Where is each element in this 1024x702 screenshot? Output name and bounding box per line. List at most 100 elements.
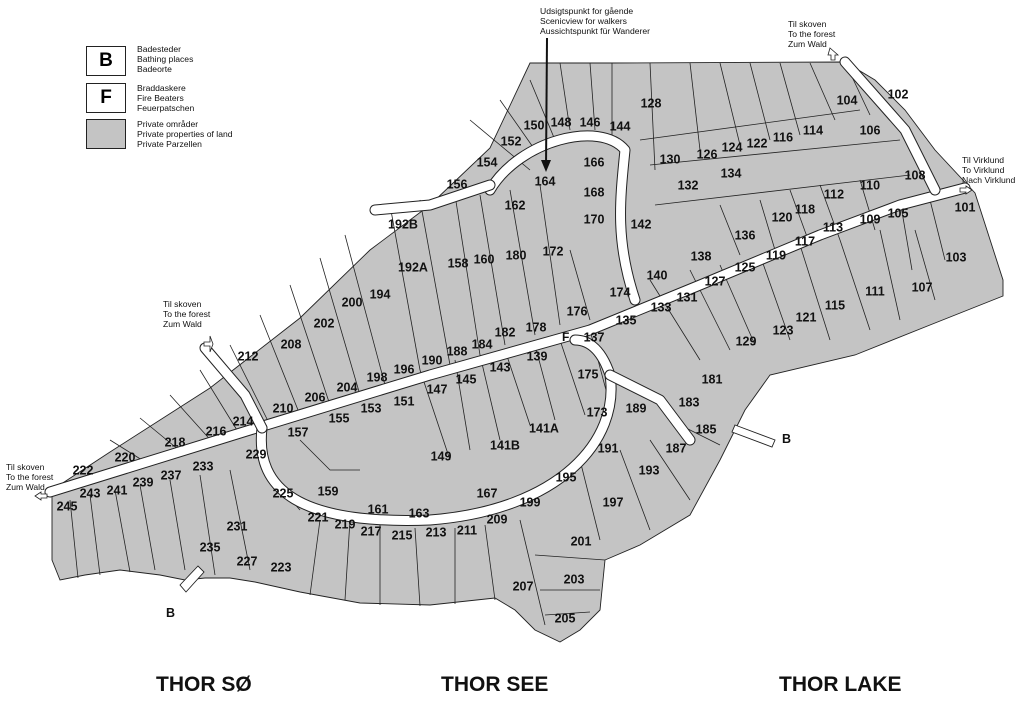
plot-label-137: 137 xyxy=(584,330,605,344)
direction-line: Til skoven xyxy=(788,19,827,29)
direction-line: To the forest xyxy=(788,29,836,39)
legend-box-firebeaters: F xyxy=(86,83,126,113)
plot-label-156: 156 xyxy=(447,177,468,191)
plot-label-219: 219 xyxy=(335,517,356,531)
plot-label-220: 220 xyxy=(115,450,136,464)
title-english: THOR LAKE xyxy=(779,673,902,696)
plot-label-192B: 192B xyxy=(388,217,418,231)
plot-label-161: 161 xyxy=(368,502,389,516)
plot-label-227: 227 xyxy=(237,554,258,568)
plot-label-174: 174 xyxy=(610,285,631,299)
plot-label-143: 143 xyxy=(490,360,511,374)
plot-label-122: 122 xyxy=(747,136,768,150)
bathing-pier-left xyxy=(179,565,205,593)
plot-label-225: 225 xyxy=(273,486,294,500)
legend-line: Private properties of land xyxy=(137,129,233,139)
plot-label-130: 130 xyxy=(660,152,681,166)
plot-label-203: 203 xyxy=(564,572,585,586)
legend-text-private: Private områder Private properties of la… xyxy=(137,119,233,149)
plot-label-139: 139 xyxy=(527,349,548,363)
plot-label-144: 144 xyxy=(610,119,631,133)
plot-label-159: 159 xyxy=(318,484,339,498)
plot-label-231: 231 xyxy=(227,519,248,533)
plot-label-245: 245 xyxy=(57,499,78,513)
viewpoint-label: Udsigtspunkt for gående Scenicview for w… xyxy=(540,6,650,36)
plot-label-185: 185 xyxy=(696,422,717,436)
plot-label-107: 107 xyxy=(912,280,933,294)
plot-label-109: 109 xyxy=(860,212,881,226)
plot-label-154: 154 xyxy=(477,155,498,169)
direction-forest-left: Til skoven To the forest Zum Wald xyxy=(163,299,210,329)
plot-label-105: 105 xyxy=(888,206,909,220)
plot-label-210: 210 xyxy=(273,401,294,415)
plot-label-124: 124 xyxy=(722,140,743,154)
plot-label-148: 148 xyxy=(551,115,572,129)
plot-label-202: 202 xyxy=(314,316,335,330)
viewpoint-arrowhead xyxy=(541,160,551,172)
plot-label-111: 111 xyxy=(865,284,885,298)
plot-label-215: 215 xyxy=(392,528,413,542)
direction-arrows xyxy=(34,47,973,501)
plot-label-147: 147 xyxy=(427,382,448,396)
direction-line: Til Virklund xyxy=(962,155,1005,165)
plot-label-194: 194 xyxy=(370,287,391,301)
legend-line: Bathing places xyxy=(137,54,194,64)
plot-label-136: 136 xyxy=(735,228,756,242)
plot-label-239: 239 xyxy=(133,475,154,489)
direction-virklund: Til Virklund To Virklund Nach Virklund xyxy=(962,155,1015,185)
plot-label-207: 207 xyxy=(513,579,534,593)
plot-label-102: 102 xyxy=(888,87,909,101)
plot-label-199: 199 xyxy=(520,495,541,509)
plot-label-178: 178 xyxy=(526,320,547,334)
direction-forest-bottom-left: Til skoven To the forest Zum Wald xyxy=(6,462,53,492)
legend-line: Private Parzellen xyxy=(137,139,202,149)
plot-label-206: 206 xyxy=(305,390,326,404)
plot-label-167: 167 xyxy=(477,486,498,500)
plot-label-192A: 192A xyxy=(398,260,428,274)
plot-label-237: 237 xyxy=(161,468,182,482)
plot-label-205: 205 xyxy=(555,611,576,625)
plot-label-101: 101 xyxy=(955,200,976,214)
plot-label-173: 173 xyxy=(587,405,608,419)
legend-line: Private områder xyxy=(137,119,199,129)
plot-label-175: 175 xyxy=(578,367,599,381)
plot-label-123: 123 xyxy=(773,323,794,337)
plot-label-213: 213 xyxy=(426,525,447,539)
plot-label-142: 142 xyxy=(631,217,652,231)
plot-label-132: 132 xyxy=(678,178,699,192)
plot-label-208: 208 xyxy=(281,337,302,351)
legend-line: Badeorte xyxy=(137,64,172,74)
plot-label-149: 149 xyxy=(431,449,452,463)
arrow-virklund xyxy=(959,185,973,195)
arrow-forest-bottom-left xyxy=(34,491,48,501)
plot-label-115: 115 xyxy=(825,298,845,312)
plot-label-200: 200 xyxy=(342,295,363,309)
plot-label-235: 235 xyxy=(200,540,221,554)
direction-line: To the forest xyxy=(163,309,211,319)
direction-line: Zum Wald xyxy=(163,319,202,329)
plot-label-121: 121 xyxy=(796,310,817,324)
plot-label-196: 196 xyxy=(394,362,415,376)
plot-label-153: 153 xyxy=(361,401,382,415)
plot-label-114: 114 xyxy=(803,123,823,137)
plot-label-193: 193 xyxy=(639,463,660,477)
direction-line: Zum Wald xyxy=(6,482,45,492)
plot-boundaries xyxy=(69,61,946,626)
title-german: THOR SEE xyxy=(441,673,549,696)
arrow-forest-left xyxy=(203,335,214,353)
direction-line: Til skoven xyxy=(163,299,202,309)
plot-label-176: 176 xyxy=(567,304,588,318)
plot-label-103: 103 xyxy=(946,250,967,264)
plot-label-188: 188 xyxy=(447,344,468,358)
plot-label-198: 198 xyxy=(367,370,388,384)
viewpoint-line: Scenicview for walkers xyxy=(540,16,627,26)
plot-label-201: 201 xyxy=(571,534,592,548)
plot-label-195: 195 xyxy=(556,470,577,484)
plot-label-212: 212 xyxy=(238,349,259,363)
f-marker: F xyxy=(562,330,569,344)
plot-label-140: 140 xyxy=(647,268,668,282)
plot-label-180: 180 xyxy=(506,248,527,262)
plot-label-106: 106 xyxy=(860,123,881,137)
plot-label-120: 120 xyxy=(772,210,793,224)
